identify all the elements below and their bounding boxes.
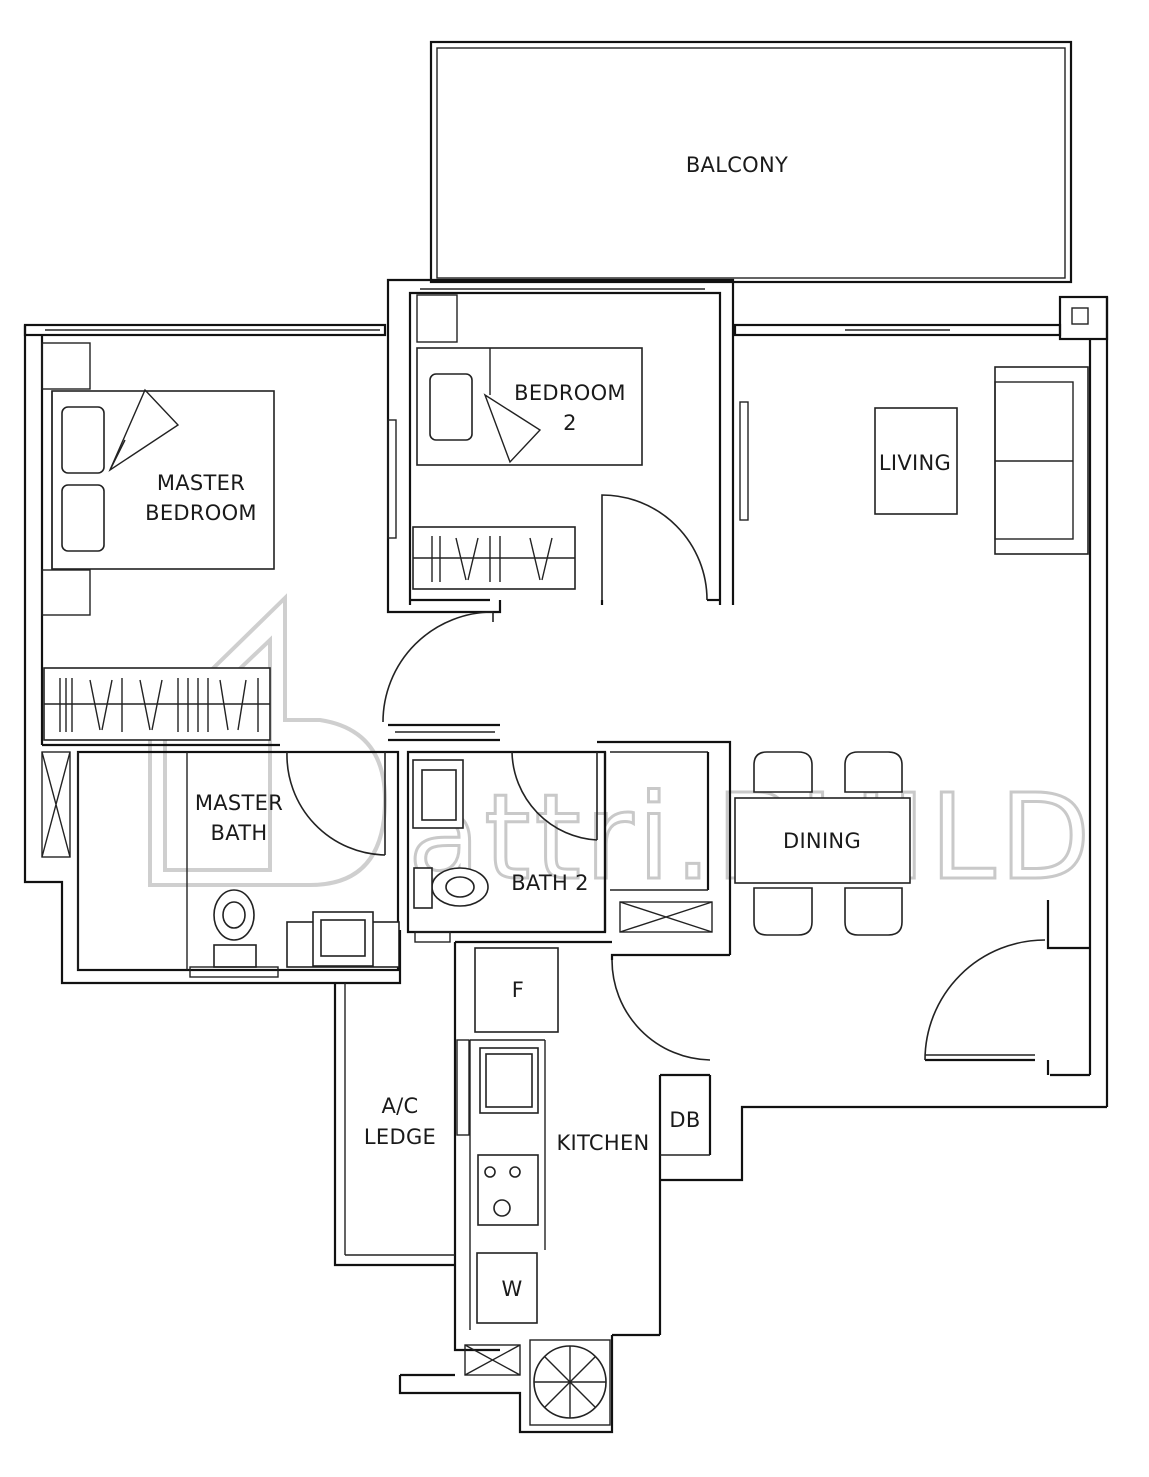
master-bedroom (41, 342, 280, 747)
toilet-icon (413, 867, 489, 909)
balcony-outline (429, 40, 1073, 284)
pillow-icon (61, 484, 105, 552)
kitchen (398, 940, 730, 1434)
master-bath (41, 750, 402, 985)
ac-ledge (333, 983, 455, 1267)
storage (597, 740, 732, 955)
dining-table (734, 797, 911, 884)
door-arc (601, 494, 708, 601)
label-ac-ledge-2: LEDGE (364, 1125, 436, 1149)
label-washer: W (501, 1277, 522, 1301)
fan-icon (533, 1345, 607, 1419)
door-arc (924, 939, 1046, 1061)
living (874, 366, 1089, 1061)
label-fridge: F (512, 978, 524, 1002)
label-master-bedroom-2: BEDROOM (145, 501, 257, 525)
label-master-bedroom: MASTER (157, 471, 245, 495)
sofa-icon (994, 366, 1089, 555)
door-arc (511, 751, 598, 841)
chair-icon (753, 751, 903, 936)
door-arc (286, 751, 386, 856)
sink-icon (312, 911, 374, 967)
pillow-icon (429, 373, 473, 441)
label-living: LIVING (879, 451, 951, 475)
tv-console (874, 407, 958, 515)
sink-icon (479, 1047, 539, 1114)
label-kitchen: KITCHEN (556, 1131, 649, 1155)
bath-2 (406, 750, 607, 943)
door-arc (382, 611, 494, 723)
washer (476, 1252, 538, 1324)
label-bedroom2: BEDROOM (514, 381, 626, 405)
door-arc (611, 959, 711, 1061)
fridge (474, 947, 559, 1033)
hanger-icon (431, 536, 553, 582)
label-db: DB (669, 1108, 700, 1132)
hanger-icon (59, 678, 259, 732)
dining (734, 751, 911, 936)
sink-icon (412, 759, 464, 829)
label-ac-ledge: A/C (381, 1094, 418, 1118)
label-balcony: BALCONY (686, 153, 788, 177)
label-dining: DINING (783, 829, 861, 853)
stove-icon (477, 1154, 539, 1226)
toilet-icon (213, 889, 257, 968)
label-bedroom2-number: 2 (563, 411, 577, 435)
label-bath2: BATH 2 (511, 871, 589, 895)
pillow-icon (61, 406, 105, 474)
label-master-bath: MASTER (195, 791, 283, 815)
bedroom-2 (386, 294, 749, 614)
label-master-bath-2: BATH (211, 821, 268, 845)
